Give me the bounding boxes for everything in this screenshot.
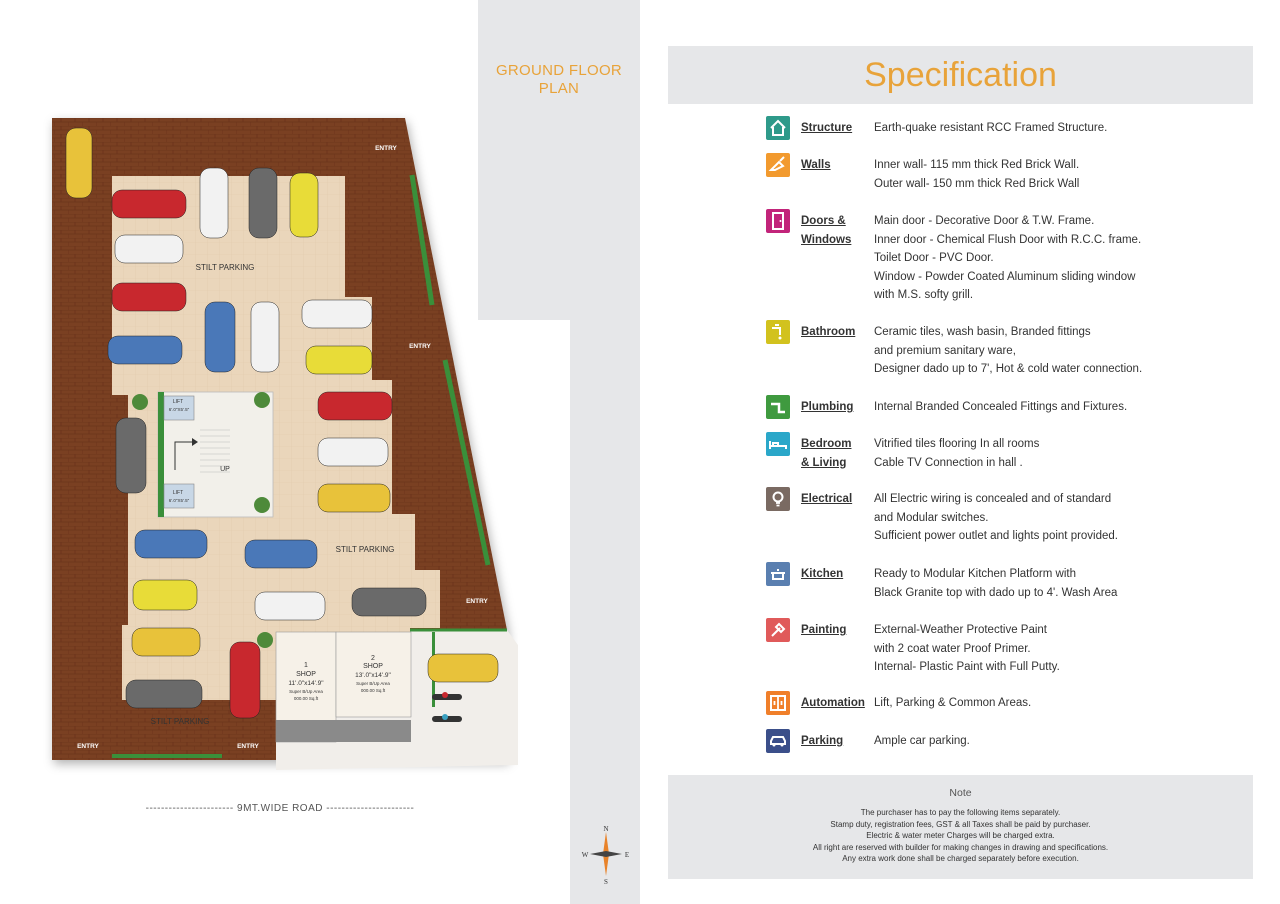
- shop1-size: 11'.0"x14'.9": [288, 680, 324, 687]
- spec-label: Walls: [801, 159, 831, 171]
- bulb-icon: [766, 487, 790, 511]
- spec-line: Lift, Parking & Common Areas.: [874, 697, 1032, 709]
- spec-line: Outer wall- 150 mm thick Red Brick Wall: [874, 177, 1080, 190]
- lift-icon: [766, 691, 790, 715]
- entry-label-1: ENTRY: [375, 145, 397, 152]
- spec-line: Main door - Decorative Door & T.W. Frame…: [874, 215, 1095, 227]
- door-icon: [766, 209, 790, 233]
- shop1-number: 1: [304, 662, 308, 669]
- lift-size-2: 6'.0"X5'.5": [169, 498, 190, 503]
- lift-label-2: LIFT: [173, 490, 183, 496]
- spec-label-line2: Windows: [801, 233, 852, 246]
- spec-label: Bedroom: [801, 438, 852, 450]
- note-line: The purchaser has to pay the following i…: [860, 808, 1061, 817]
- shop2-size: 13'.0"x14'.9": [355, 672, 391, 679]
- note-line: Stamp duty, registration fees, GST & all…: [830, 819, 1091, 829]
- entry-label-4: ENTRY: [77, 743, 99, 750]
- spec-label: Parking: [801, 735, 844, 747]
- spec-line: with M.S. softy grill.: [874, 289, 974, 301]
- spec-line: Internal Branded Concealed Fittings and …: [874, 401, 1128, 413]
- spec-line: Ceramic tiles, wash basin, Branded fitti…: [874, 326, 1091, 338]
- spec-label: Electrical: [801, 493, 853, 505]
- shop1-sqft: 000.00 Sq.ft: [294, 696, 319, 701]
- spec-header: [668, 46, 1253, 104]
- spec-line: Sufficient power outlet and lights point…: [874, 530, 1118, 542]
- spec-line: Black Granite top with dado up to 4'. Wa…: [874, 586, 1118, 599]
- compass-band: [570, 320, 640, 904]
- plan-title: GROUND FLOOR PLAN: [478, 62, 640, 98]
- compass-n: N: [603, 825, 608, 833]
- entry-label-3: ENTRY: [466, 598, 488, 605]
- shop2-area-label: Super B/Up Area: [356, 681, 390, 686]
- shop1-area-label: Super B/Up Area: [289, 689, 323, 694]
- title-band: [478, 0, 640, 320]
- spec-line: All Electric wiring is concealed and of …: [874, 493, 1112, 505]
- spec-line: Internal- Plastic Paint with Full Putty.: [874, 661, 1060, 673]
- spec-line: with 2 coat water Proof Primer.: [874, 642, 1031, 655]
- spec-line: Toilet Door - PVC Door.: [874, 252, 994, 264]
- compass-e: E: [625, 851, 629, 859]
- lift-label-1: LIFT: [173, 399, 183, 405]
- shop2-sqft: 000.00 Sq.ft: [361, 688, 386, 693]
- note-lines: The purchaser has to pay the following i…: [668, 807, 1253, 865]
- spec-line: Inner wall- 115 mm thick Red Brick Wall.: [874, 159, 1080, 171]
- spec-label: Plumbing: [801, 401, 854, 413]
- car-icon: [766, 729, 790, 753]
- plan-title-line1: GROUND FLOOR: [495, 62, 623, 79]
- compass-icon: N S E W: [582, 825, 629, 886]
- spec-line: Cable TV Connection in hall .: [874, 456, 1023, 469]
- spec-label: Painting: [801, 624, 847, 636]
- spec-label: Structure: [801, 122, 853, 134]
- brush-icon: [766, 618, 790, 642]
- compass-w: W: [582, 851, 589, 859]
- road-label: ----------------------- 9MT.WIDE ROAD --…: [145, 803, 415, 814]
- note-line: Electric & water meter Charges will be c…: [866, 831, 1055, 840]
- entry-label-5: ENTRY: [237, 743, 259, 750]
- spec-label: Kitchen: [801, 568, 844, 580]
- spec-title: Specification: [864, 56, 1057, 94]
- spec-line: and Modular switches.: [874, 511, 989, 524]
- note-line: Any extra work done shall be charged sep…: [842, 854, 1079, 863]
- stair-up-label: UP: [220, 466, 230, 473]
- spec-label: Doors &: [801, 215, 846, 227]
- bed-icon: [766, 432, 790, 456]
- note-box: [668, 775, 1253, 879]
- spec-line: Ready to Modular Kitchen Platform with: [874, 568, 1076, 580]
- spec-label: Bathroom: [801, 326, 856, 338]
- trowel-icon: [766, 153, 790, 177]
- stilt-parking-label-1: STILT PARKING: [196, 263, 255, 272]
- plan-title-line2: PLAN: [538, 80, 580, 97]
- house-icon: [766, 116, 790, 140]
- lift-size-1: 6'.0"X5'.5": [169, 407, 190, 412]
- pot-icon: [766, 562, 790, 586]
- shop2-name: SHOP: [363, 663, 383, 670]
- pipe-icon: [766, 395, 790, 419]
- spec-label: Automation: [801, 697, 865, 709]
- spec-label-line2: & Living: [801, 456, 847, 469]
- tap-icon: [766, 320, 790, 344]
- spec-line: Designer dado up to 7', Hot & cold water…: [874, 363, 1143, 375]
- compass-s: S: [604, 878, 608, 886]
- note-line: All right are reserved with builder for …: [812, 842, 1109, 852]
- spec-line: Vitrified tiles flooring In all rooms: [874, 438, 1040, 450]
- shop1-name: SHOP: [296, 671, 316, 678]
- spec-line: Earth-quake resistant RCC Framed Structu…: [874, 122, 1108, 134]
- spec-line: Ample car parking.: [874, 735, 970, 747]
- stilt-parking-label-3: STILT PARKING: [151, 717, 210, 726]
- entry-label-2: ENTRY: [409, 343, 431, 350]
- spec-line: Inner door - Chemical Flush Door with R.…: [874, 233, 1142, 246]
- spec-line: Window - Powder Coated Aluminum sliding …: [874, 270, 1136, 283]
- spec-line: and premium sanitary ware,: [874, 344, 1016, 357]
- floor-plan: STILT PARKING STILT PARKING STILT PARKIN…: [52, 118, 518, 770]
- stilt-parking-label-2: STILT PARKING: [336, 545, 395, 554]
- note-title: Note: [949, 787, 972, 799]
- shop2-number: 2: [371, 655, 375, 662]
- spec-line: External-Weather Protective Paint: [874, 624, 1048, 636]
